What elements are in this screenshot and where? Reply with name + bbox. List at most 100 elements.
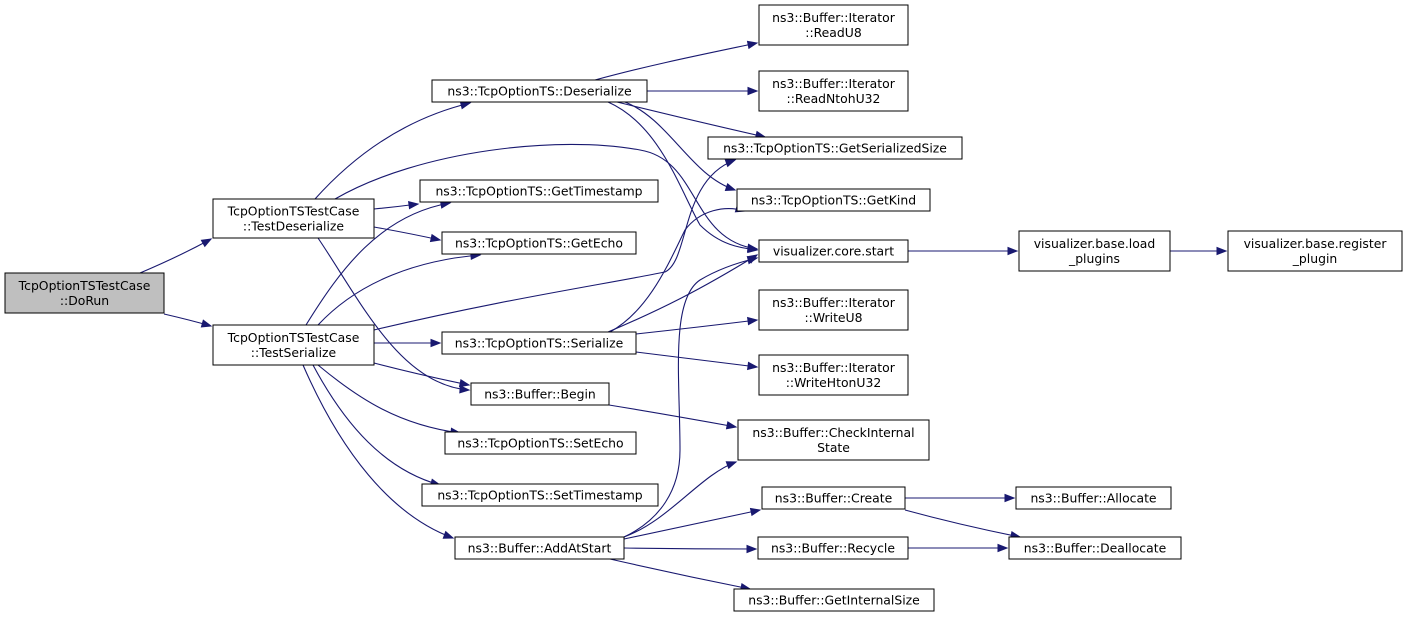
edge-testserialize-to-getecho — [317, 251, 482, 326]
node-deserialize[interactable]: ns3::TcpOptionTS::Deserialize — [431, 79, 648, 103]
edge-recycle-to-deallocate — [907, 543, 1009, 553]
node-getserializedsize[interactable]: ns3::TcpOptionTS::GetSerializedSize — [707, 136, 963, 160]
node-getinternalsize[interactable]: ns3::Buffer::GetInternalSize — [733, 588, 935, 612]
edge-deserialize-to-getkind — [624, 101, 737, 192]
node-box[interactable] — [441, 231, 637, 255]
node-create[interactable]: ns3::Buffer::Create — [761, 486, 906, 510]
node-vcorestart[interactable]: visualizer.core.start — [758, 239, 909, 263]
node-box[interactable] — [736, 188, 931, 212]
edge-create-to-allocate — [905, 493, 1016, 503]
node-readntohu32[interactable]: ns3::Buffer::Iterator::ReadNtohU32 — [758, 70, 909, 112]
node-box[interactable] — [212, 198, 375, 239]
edge-testserialize-to-addatstart — [302, 364, 455, 539]
node-box[interactable] — [733, 588, 935, 612]
node-getkind[interactable]: ns3::TcpOptionTS::GetKind — [736, 188, 931, 212]
edge-testdeserialize-to-getecho — [373, 226, 442, 243]
node-box[interactable] — [758, 4, 909, 46]
edge-vcorestart-to-loadplugins — [908, 246, 1019, 256]
node-label: State — [817, 440, 850, 455]
edge-serialize-to-writehtonu32 — [635, 351, 759, 371]
node-label: TcpOptionTSTestCase — [227, 204, 360, 219]
node-getecho[interactable]: ns3::TcpOptionTS::GetEcho — [441, 231, 637, 255]
node-box[interactable] — [737, 419, 930, 461]
edge-line — [317, 254, 481, 326]
edge-arrowhead — [200, 319, 213, 328]
node-label: ::ReadNtohU32 — [787, 91, 881, 106]
node-testdeserialize[interactable]: TcpOptionTSTestCase::TestDeserialize — [212, 198, 375, 239]
edge-arrowhead — [997, 543, 1009, 553]
edge-deserialize-to-getserializedsize — [616, 101, 767, 140]
edge-arrowhead — [746, 256, 759, 265]
edge-line — [312, 364, 441, 486]
edge-line — [305, 202, 451, 326]
node-writehtonu32[interactable]: ns3::Buffer::Iterator::WriteHtonU32 — [758, 354, 909, 396]
node-dorun[interactable]: TcpOptionTSTestCase::DoRun — [4, 272, 165, 314]
node-box[interactable] — [758, 289, 909, 331]
node-testserialize[interactable]: TcpOptionTSTestCase::TestSerialize — [212, 324, 375, 366]
node-label: visualizer.core.start — [773, 244, 894, 259]
node-label: ns3::Buffer::CheckInternal — [752, 425, 914, 440]
node-recycle[interactable]: ns3::Buffer::Recycle — [757, 536, 909, 560]
node-label: ns3::TcpOptionTS::GetSerializedSize — [723, 141, 947, 156]
node-box[interactable] — [444, 431, 637, 455]
node-box[interactable] — [431, 79, 648, 103]
node-box[interactable] — [441, 331, 637, 355]
node-label: ::WriteU8 — [804, 310, 862, 325]
edge-line — [317, 364, 461, 434]
edge-line — [608, 404, 737, 428]
edge-arrowhead — [746, 544, 758, 554]
edge-dorun-to-testdeserialize — [139, 238, 213, 274]
node-box[interactable] — [758, 70, 909, 112]
node-box[interactable] — [1008, 536, 1182, 560]
edge-line — [623, 257, 758, 538]
node-allocate[interactable]: ns3::Buffer::Allocate — [1015, 486, 1172, 510]
node-box[interactable] — [454, 536, 625, 560]
node-box[interactable] — [1227, 230, 1403, 272]
edge-begin-to-checkinternalstate — [608, 404, 738, 430]
node-label: ns3::Buffer::Iterator — [772, 10, 896, 25]
node-label: ns3::TcpOptionTS::GetEcho — [455, 236, 623, 251]
edge-arrowhead — [1004, 493, 1016, 503]
node-label: ns3::Buffer::Iterator — [772, 76, 896, 91]
node-label: ns3::Buffer::GetInternalSize — [748, 593, 920, 608]
node-box[interactable] — [1015, 486, 1172, 510]
node-begin[interactable]: ns3::Buffer::Begin — [470, 382, 610, 406]
edge-line — [609, 208, 746, 333]
node-box[interactable] — [758, 354, 909, 396]
node-box[interactable] — [212, 324, 375, 366]
node-box[interactable] — [757, 536, 909, 560]
edge-addatstart-to-checkinternalstate — [623, 461, 738, 538]
node-label: TcpOptionTSTestCase — [18, 278, 151, 293]
node-label: ::DoRun — [60, 293, 109, 308]
node-box[interactable] — [758, 239, 909, 263]
node-label: ns3::Buffer::Create — [775, 491, 892, 506]
node-addatstart[interactable]: ns3::Buffer::AddAtStart — [454, 536, 625, 560]
node-writeu8[interactable]: ns3::Buffer::Iterator::WriteU8 — [758, 289, 909, 331]
node-label: _plugin — [1292, 251, 1338, 266]
node-setecho[interactable]: ns3::TcpOptionTS::SetEcho — [444, 431, 637, 455]
node-box[interactable] — [421, 483, 659, 507]
edge-testserialize-to-getserializedsize — [373, 159, 737, 331]
node-box[interactable] — [1018, 230, 1171, 272]
node-readu8[interactable]: ns3::Buffer::Iterator::ReadU8 — [758, 4, 909, 46]
node-serialize[interactable]: ns3::TcpOptionTS::Serialize — [441, 331, 637, 355]
edge-arrowhead — [442, 530, 455, 539]
node-box[interactable] — [4, 272, 165, 314]
node-deallocate[interactable]: ns3::Buffer::Deallocate — [1008, 536, 1182, 560]
edge-line — [302, 364, 454, 539]
node-box[interactable] — [419, 179, 659, 203]
node-box[interactable] — [707, 136, 963, 160]
edge-line — [373, 159, 736, 331]
edge-line — [317, 237, 470, 391]
edge-line — [334, 143, 758, 250]
node-gettimestamp[interactable]: ns3::TcpOptionTS::GetTimestamp — [419, 179, 659, 203]
edge-arrowhead — [747, 316, 759, 326]
edge-arrowhead — [749, 507, 762, 517]
node-box[interactable] — [761, 486, 906, 510]
node-box[interactable] — [470, 382, 610, 406]
edge-arrowhead — [747, 361, 759, 371]
node-settimestamp[interactable]: ns3::TcpOptionTS::SetTimestamp — [421, 483, 659, 507]
node-loadplugins[interactable]: visualizer.base.load_plugins — [1018, 230, 1171, 272]
node-registerplugin[interactable]: visualizer.base.register_plugin — [1227, 230, 1403, 272]
